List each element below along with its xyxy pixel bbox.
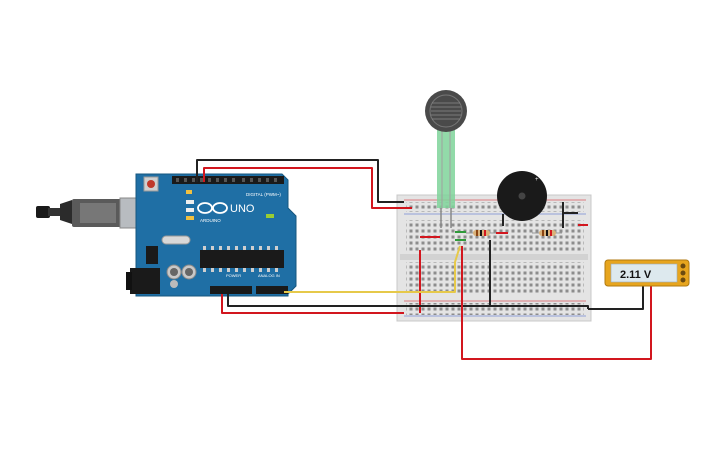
wire-yellow-analog xyxy=(284,245,461,293)
piezo-buzzer-icon[interactable]: + xyxy=(497,171,564,228)
breadboard[interactable] xyxy=(396,194,592,322)
arduino-logo-icon xyxy=(197,202,228,214)
wire-black-meter xyxy=(588,286,644,310)
wire-black-gnd xyxy=(227,294,589,309)
multimeter-display: 2.11 V xyxy=(620,269,652,281)
force-sensor-icon[interactable] xyxy=(425,90,467,228)
digital-label: DIGITAL (PWM~) xyxy=(246,192,281,197)
power-header[interactable] xyxy=(210,286,252,294)
board-model-text: UNO xyxy=(230,203,255,215)
wires[interactable] xyxy=(196,159,652,360)
svg-text:+: + xyxy=(535,177,539,183)
resistor-1[interactable] xyxy=(466,230,496,236)
wire-red-meter xyxy=(461,246,652,360)
capacitor-icon xyxy=(166,264,197,288)
wire-red-5v xyxy=(221,294,404,314)
atmega-chip xyxy=(200,250,284,268)
power-label: POWER xyxy=(226,273,241,278)
multimeter[interactable]: 2.11 V xyxy=(604,259,690,287)
digital-header[interactable] xyxy=(172,176,284,184)
dc-jack-icon xyxy=(126,268,160,294)
wire-black-top xyxy=(196,159,404,203)
analog-header[interactable] xyxy=(256,286,288,294)
arduino-uno-board[interactable]: DIGITAL (PWM~) UNO ARDUINO xyxy=(126,173,297,297)
resistor-2[interactable] xyxy=(532,230,562,236)
analog-label: ANALOG IN xyxy=(258,273,280,278)
brand-text: ARDUINO xyxy=(200,218,221,223)
wire-red-top xyxy=(203,167,412,209)
